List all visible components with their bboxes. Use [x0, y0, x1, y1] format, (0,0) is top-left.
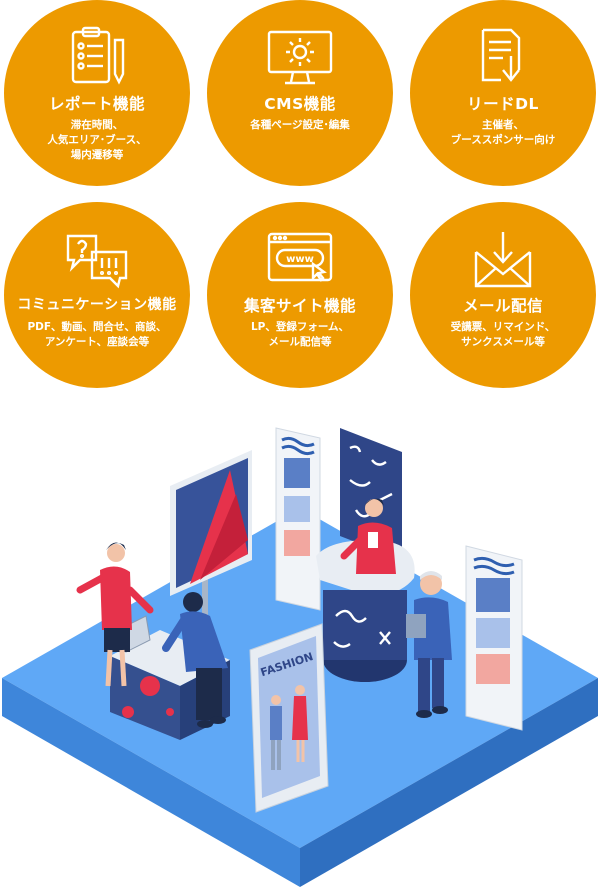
- feature-report: レポート機能 滞在時間、 人気エリア･ブース、 場内遷移等: [4, 0, 190, 186]
- info-kiosk: [275, 427, 321, 611]
- feature-title: コミュニケーション機能: [17, 297, 177, 313]
- info-kiosk: [465, 545, 523, 731]
- feature-communication: コミュニケーション機能 PDF、動画、問合せ、商談、 アンケート、座談会等: [4, 202, 190, 388]
- feature-desc: 主催者、 ブーススポンサー向け: [450, 119, 556, 146]
- feature-desc: 各種ページ設定･編集: [250, 119, 350, 131]
- chat-bubbles-icon: [4, 228, 190, 289]
- exhibition-booth-illustration: FASHION: [2, 427, 598, 887]
- browser-www-icon: www: [207, 228, 393, 288]
- feature-title: 集客サイト機能: [243, 297, 356, 315]
- feature-cms: CMS機能 各種ページ設定･編集: [207, 0, 393, 186]
- clipboard-icon: [4, 26, 190, 86]
- feature-desc: LP、登録フォーム、 メール配信等: [250, 321, 350, 348]
- mail-download-icon: [410, 228, 596, 288]
- feature-desc: 滞在時間、 人気エリア･ブース、 場内遷移等: [47, 119, 147, 161]
- booth-floor-side: [2, 678, 300, 887]
- round-counter: [316, 540, 415, 682]
- booth-floor-side: [300, 678, 598, 887]
- feature-mail: メール配信 受講票、リマインド、 サンクスメール等: [410, 202, 596, 388]
- feature-desc: 受講票、リマインド、 サンクスメール等: [450, 321, 556, 348]
- display-screen: [170, 450, 252, 640]
- feature-attract-site: www 集客サイト機能 LP、登録フォーム、 メール配信等: [207, 202, 393, 388]
- feature-title: メール配信: [462, 297, 543, 315]
- visitor-man: [162, 592, 228, 728]
- svg-text:www: www: [286, 254, 314, 265]
- staff-woman-center: [340, 498, 396, 574]
- feature-title: CMS機能: [264, 95, 336, 113]
- feature-desc: PDF、動画、問合せ、商談、 アンケート、座談会等: [27, 321, 167, 348]
- document-download-icon: [410, 26, 596, 86]
- feature-lead-dl: リードDL 主催者、 ブーススポンサー向け: [410, 0, 596, 186]
- staff-woman-left: [76, 542, 154, 687]
- feature-title: レポート機能: [48, 95, 145, 113]
- fashion-poster: FASHION: [249, 623, 329, 813]
- feature-title: リードDL: [467, 95, 539, 113]
- monitor-gear-icon: [207, 26, 393, 86]
- visitor-elderly-man: [406, 571, 452, 718]
